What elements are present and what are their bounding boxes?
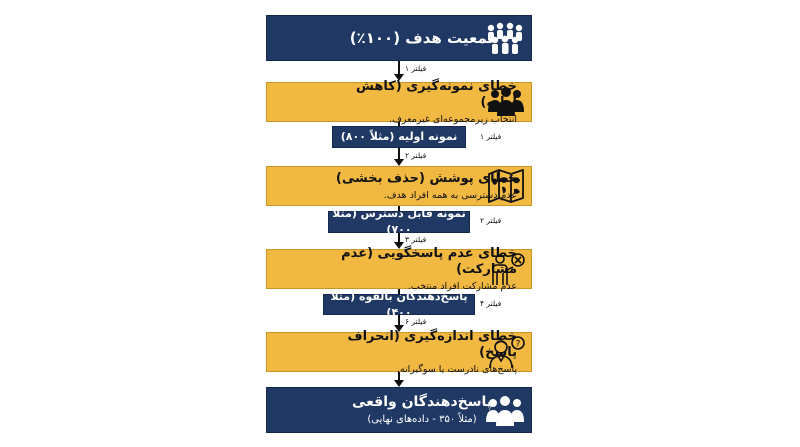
connector-line	[398, 372, 400, 381]
sample-filter-label: فیلتر ۱	[480, 132, 502, 141]
initial-sample-box: نمونه اولیه (مثلاً ۸۰۰)	[332, 126, 466, 148]
coverage-error-box: خطای پوشش (حذف بخشی) عدم دسترسی به همه ا…	[266, 166, 532, 206]
connector-line	[398, 122, 400, 126]
accessible-sample-box: نمونه قابل دسترس (مثلاً ۷۰۰)	[328, 207, 470, 236]
connector-filter-label: فیلتر ۳	[405, 235, 427, 244]
group-icon	[488, 87, 524, 116]
sampling-error-desc: انتخاب زیرمجموعه‌ای غیرمعرف.	[389, 113, 517, 125]
initial-sample-label: نمونه اولیه (مثلاً ۸۰۰)	[340, 130, 458, 143]
actual-respondents-box: پاسخ‌دهندگان واقعی (مثلاً ۳۵۰ - داده‌های…	[266, 387, 532, 433]
nonresponse-error-desc: عدم مشارکت افراد منتخب.	[407, 280, 517, 292]
connector-line	[398, 233, 400, 243]
svg-text:?: ?	[516, 340, 521, 350]
sample-filter-label: فیلتر ۴	[480, 299, 502, 308]
connector-line	[398, 61, 400, 75]
coverage-error-desc: عدم دسترسی به همه افراد هدف.	[383, 189, 517, 201]
connector-line	[398, 206, 400, 211]
connector-arrow	[394, 159, 404, 166]
potential-respondents-box: پاسخ‌دهندگان بالقوه (مثلاً ۴۰۰)	[323, 290, 475, 319]
connector-filter-label: فیلتر ۱	[405, 64, 427, 73]
sampling-error-box: خطای نمونه‌گیری (کاهش اولیه) انتخاب زیرم…	[266, 79, 532, 125]
measurement-error-box: خطای اندازه‌گیری (انحراف پاسخ) پاسخ‌های …	[266, 329, 532, 375]
potential-respondents-label: پاسخ‌دهندگان بالقوه (مثلاً ۴۰۰)	[330, 289, 468, 319]
target-population-title: جمعیت هدف (۱۰۰٪)	[349, 29, 499, 47]
connector-arrow	[394, 74, 404, 81]
connector-line	[398, 148, 400, 160]
nonresponse-error-box: خطای عدم پاسخگویی (عدم مشارکت) عدم مشارک…	[266, 246, 532, 292]
target-population-box: جمعیت هدف (۱۰۰٪)	[266, 15, 532, 61]
map-icon	[488, 169, 524, 203]
connector-filter-label: فیلتر ۲	[405, 151, 427, 160]
person-declining-icon	[492, 253, 525, 285]
person-question-icon: ?	[489, 336, 525, 369]
connector-arrow	[394, 325, 404, 332]
actual-respondents-subtitle: (مثلاً ۳۵۰ - داده‌های نهایی)	[367, 414, 477, 425]
sample-filter-label: فیلتر ۲	[480, 216, 502, 225]
coverage-error-title: خطای پوشش (حذف بخشی)	[335, 170, 517, 186]
connector-arrow	[394, 380, 404, 387]
connector-filter-label: فیلتر ۶	[405, 317, 427, 326]
actual-respondents-title: پاسخ‌دهندگان واقعی	[351, 394, 493, 410]
measurement-error-desc: پاسخ‌های نادرست یا سوگیرانه.	[396, 363, 517, 375]
crowd-icon	[487, 22, 523, 54]
connector-line	[398, 289, 400, 294]
accessible-sample-label: نمونه قابل دسترس (مثلاً ۷۰۰)	[332, 207, 466, 236]
connector-arrow	[394, 242, 404, 249]
group-icon	[486, 396, 524, 426]
connector-line	[398, 315, 400, 326]
